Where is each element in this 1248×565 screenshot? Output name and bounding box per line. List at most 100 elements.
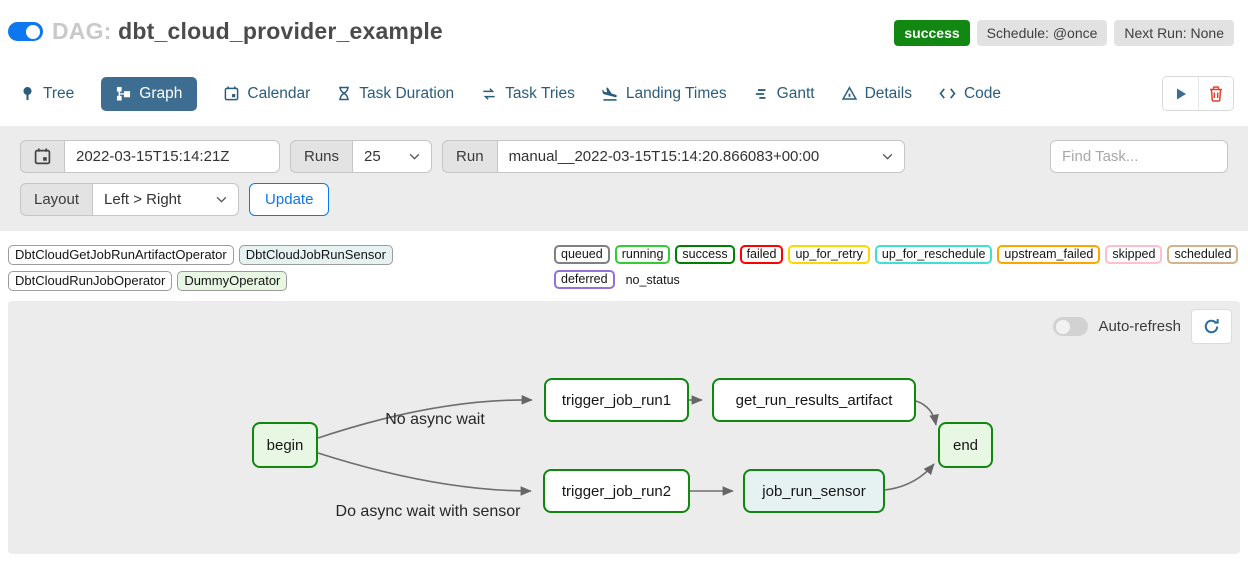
- runs-value: 25: [364, 148, 381, 165]
- hourglass-icon: [337, 86, 351, 101]
- run-group: Run manual__2022-03-15T15:14:20.866083+0…: [442, 140, 905, 173]
- gantt-icon: [754, 87, 769, 101]
- refresh-icon: [1203, 318, 1220, 335]
- edge-begin-trigger2: [317, 452, 532, 496]
- repeat-icon: [481, 87, 497, 101]
- task-node[interactable]: end: [938, 422, 993, 468]
- calendar-addon[interactable]: [20, 140, 65, 173]
- view-tabs-row: Tree Graph Calendar Task Duration Task Tries…: [0, 76, 1248, 111]
- schedule-badge: Schedule: @once: [976, 20, 1108, 46]
- legend-state-badge: scheduled: [1167, 245, 1239, 264]
- runs-select[interactable]: 25: [352, 140, 433, 173]
- auto-refresh-toggle[interactable]: [1053, 317, 1089, 336]
- delete-dag-button[interactable]: [1198, 77, 1233, 110]
- dag-graph-panel: Auto-refresh begin trigger_job_run1 get_ru…: [8, 301, 1240, 554]
- dag-pause-toggle[interactable]: [8, 22, 43, 41]
- tab-gantt[interactable]: Gantt: [754, 77, 815, 111]
- chevron-down-icon: [882, 153, 893, 160]
- header-badges: success Schedule: @once Next Run: None: [894, 18, 1234, 46]
- task-node[interactable]: begin: [252, 422, 318, 468]
- runs-label: Runs: [290, 140, 354, 173]
- tab-label: Details: [864, 84, 912, 102]
- task-node[interactable]: trigger_job_run1: [544, 378, 689, 422]
- dag-header: DAG: dbt_cloud_provider_example success …: [0, 0, 1248, 46]
- update-button[interactable]: Update: [249, 183, 330, 216]
- layout-value: Left > Right: [104, 191, 182, 208]
- tab-label: Tree: [43, 84, 75, 102]
- legend-state-badge: skipped: [1105, 245, 1163, 264]
- details-icon: [841, 86, 857, 101]
- tab-code[interactable]: Code: [939, 77, 1001, 111]
- legend-state-badge: deferred: [554, 270, 615, 289]
- tab-label: Graph: [139, 84, 183, 102]
- legend-state-badge: queued: [554, 245, 610, 264]
- chevron-down-icon: [409, 153, 420, 160]
- tab-graph[interactable]: Graph: [101, 76, 198, 111]
- legend-state-badge: success: [675, 245, 735, 264]
- edge-label: No async wait: [385, 411, 485, 428]
- page-title: DAG: dbt_cloud_provider_example: [52, 18, 443, 45]
- edge-label: Do async wait with sensor: [335, 503, 521, 520]
- layout-group: Layout Left > Right: [20, 183, 240, 216]
- calendar-icon: [224, 86, 239, 101]
- status-badge: success: [894, 20, 970, 46]
- legend-state-badge: failed: [739, 245, 784, 264]
- tab-label: Code: [963, 84, 1002, 102]
- runs-group: Runs 25: [290, 140, 433, 173]
- edge-artifact-end: [915, 400, 939, 426]
- legend-operator-badge: DbtCloudRunJobOperator: [8, 271, 173, 291]
- tree-icon: [20, 86, 35, 101]
- toggle-knob: [26, 24, 40, 39]
- dag-edges: [317, 395, 939, 496]
- run-select[interactable]: manual__2022-03-15T15:14:20.866083+00:00: [496, 140, 905, 173]
- tab-label: Task Duration: [359, 84, 455, 102]
- tab-tree[interactable]: Tree: [20, 77, 74, 111]
- view-tabs: Tree Graph Calendar Task Duration Task Tries…: [20, 76, 1001, 111]
- filter-row-2: Layout Left > Right Update: [20, 183, 1228, 216]
- tab-label: Calendar: [247, 84, 311, 102]
- tab-label: Gantt: [776, 84, 815, 102]
- trigger-dag-button[interactable]: [1163, 77, 1198, 110]
- filter-panel: Runs 25 Run manual__2022-03-15T15:14:20.…: [0, 126, 1248, 231]
- run-label: Run: [442, 140, 498, 173]
- dag-name: dbt_cloud_provider_example: [118, 18, 443, 44]
- tab-calendar[interactable]: Calendar: [224, 77, 310, 111]
- tab-label: Task Tries: [505, 84, 575, 102]
- tab-landing-times[interactable]: Landing Times: [601, 77, 727, 111]
- chevron-down-icon: [216, 196, 227, 203]
- edge-begin-trigger1: [317, 395, 533, 439]
- edge-sensor-end: [884, 463, 935, 491]
- legend-state-badge: upstream_failed: [997, 245, 1101, 264]
- dag-title-row: DAG: dbt_cloud_provider_example: [8, 18, 443, 45]
- task-node[interactable]: get_run_results_artifact: [712, 378, 916, 422]
- task-node[interactable]: trigger_job_run2: [543, 469, 690, 513]
- legend-state-badge: running: [614, 245, 671, 264]
- plane-landing-icon: [601, 86, 618, 101]
- tab-task-tries[interactable]: Task Tries: [481, 77, 575, 111]
- play-icon: [1174, 87, 1188, 101]
- task-node[interactable]: job_run_sensor: [743, 469, 885, 513]
- refresh-button[interactable]: [1191, 309, 1232, 344]
- tab-label: Landing Times: [625, 84, 727, 102]
- calendar-icon: [34, 148, 51, 165]
- dag-action-buttons: [1162, 76, 1234, 111]
- legend-operator-badge: DbtCloudGetJobRunArtifactOperator: [8, 245, 234, 265]
- base-date-input[interactable]: [64, 140, 280, 173]
- graph-toolbar: Auto-refresh: [1053, 309, 1232, 344]
- find-task-input[interactable]: [1050, 140, 1228, 173]
- base-date-group: [20, 140, 280, 173]
- auto-refresh-label: Auto-refresh: [1098, 318, 1181, 335]
- graph-icon: [116, 86, 131, 101]
- next-run-badge: Next Run: None: [1114, 20, 1234, 46]
- tab-task-duration[interactable]: Task Duration: [337, 77, 454, 111]
- legend-operator-badge: DummyOperator: [177, 271, 288, 291]
- tab-details[interactable]: Details: [841, 77, 912, 111]
- layout-select[interactable]: Left > Right: [92, 183, 240, 216]
- layout-label: Layout: [20, 183, 94, 216]
- filter-row-1: Runs 25 Run manual__2022-03-15T15:14:20.…: [20, 140, 1228, 173]
- legend-state-badge: no_status: [625, 272, 680, 287]
- legend-operator-badge: DbtCloudJobRunSensor: [238, 245, 393, 265]
- code-icon: [939, 87, 956, 100]
